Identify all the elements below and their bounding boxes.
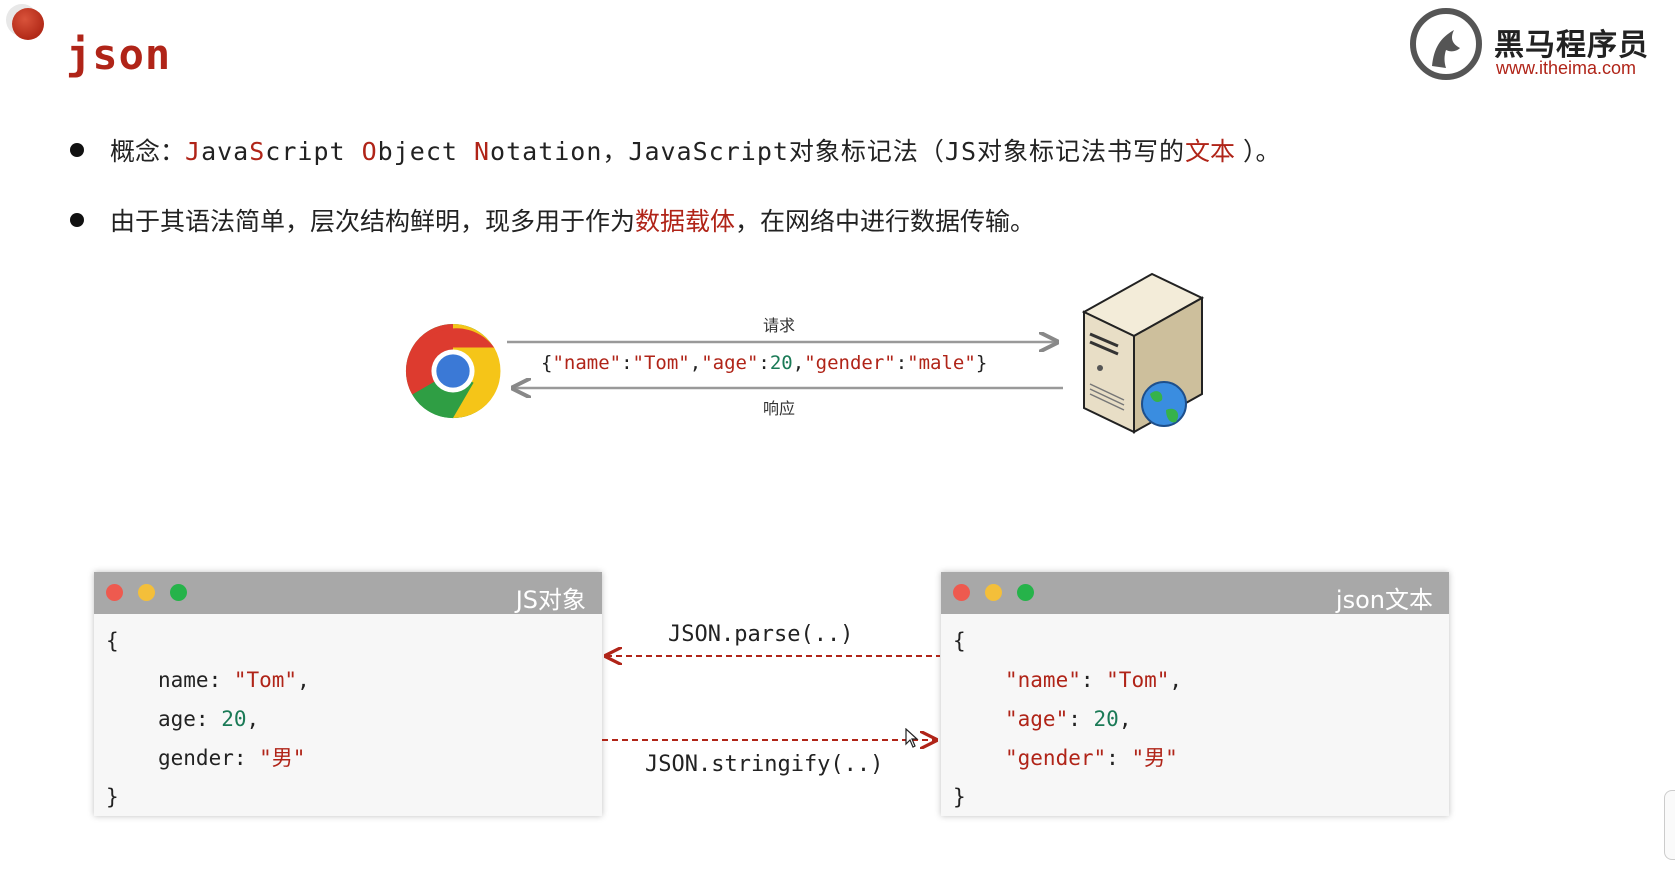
slide-title: json bbox=[66, 30, 172, 79]
window-title: JS对象 bbox=[515, 586, 586, 614]
code-block: { name: "Tom", age: 20, gender: "男" } bbox=[94, 614, 602, 817]
horse-logo-icon bbox=[1410, 8, 1482, 80]
code-line: "name": "Tom", bbox=[1005, 668, 1183, 692]
close-dot-icon bbox=[953, 584, 970, 601]
bullet-dot bbox=[70, 143, 84, 157]
chrome-browser-icon bbox=[405, 323, 501, 419]
logo-url: www.itheima.com bbox=[1496, 58, 1637, 78]
json-payload: {"name":"Tom","age":20,"gender":"male"} bbox=[541, 352, 988, 374]
highlight-text: 数据载体 bbox=[635, 207, 736, 236]
minimize-dot-icon bbox=[138, 584, 155, 601]
js-object-window: JS对象 { name: "Tom", age: 20, gender: "男"… bbox=[94, 572, 602, 816]
window-titlebar: JS对象 bbox=[94, 572, 602, 614]
json-parse-label: JSON.parse(..) bbox=[668, 622, 854, 647]
maximize-dot-icon bbox=[1017, 584, 1034, 601]
request-response-arrows bbox=[507, 330, 1063, 400]
web-server-icon bbox=[1081, 272, 1205, 434]
conversion-arrows bbox=[602, 640, 940, 760]
side-panel-handle[interactable] bbox=[1664, 790, 1675, 860]
bullet-usage: 由于其语法简单，层次结构鲜明，现多用于作为数据载体，在网络中进行数据传输。 bbox=[70, 202, 1035, 238]
code-line: { bbox=[106, 629, 119, 653]
window-titlebar: json文本 bbox=[941, 572, 1449, 614]
code-line: } bbox=[106, 785, 119, 809]
code-line: gender: "男" bbox=[158, 746, 306, 770]
itheima-logo: 黑马程序员 www.itheima.com bbox=[1410, 8, 1660, 80]
close-dot-icon bbox=[106, 584, 123, 601]
json-stringify-label: JSON.stringify(..) bbox=[645, 752, 884, 777]
code-line: } bbox=[953, 785, 966, 809]
code-line: age: 20, bbox=[158, 707, 260, 731]
code-block: { "name": "Tom", "age": 20, "gender": "男… bbox=[941, 614, 1449, 817]
window-title: json文本 bbox=[1335, 586, 1433, 614]
code-line: "gender": "男" bbox=[1005, 746, 1178, 770]
corner-decoration bbox=[12, 8, 44, 40]
bullet-dot bbox=[70, 213, 84, 227]
request-label: 请求 bbox=[763, 316, 796, 335]
code-line: name: "Tom", bbox=[158, 668, 310, 692]
code-line: "age": 20, bbox=[1005, 707, 1132, 731]
logo-brand-name: 黑马程序员 bbox=[1494, 28, 1649, 63]
mouse-cursor-icon bbox=[905, 728, 919, 748]
response-label: 响应 bbox=[763, 399, 796, 418]
code-line: { bbox=[953, 629, 966, 653]
maximize-dot-icon bbox=[170, 584, 187, 601]
highlight-text: 文本 bbox=[1185, 137, 1236, 166]
json-text-window: json文本 { "name": "Tom", "age": 20, "gend… bbox=[941, 572, 1449, 816]
minimize-dot-icon bbox=[985, 584, 1002, 601]
bullet-concept: 概念：JavaScript Object Notation，JavaScript… bbox=[70, 132, 1281, 168]
